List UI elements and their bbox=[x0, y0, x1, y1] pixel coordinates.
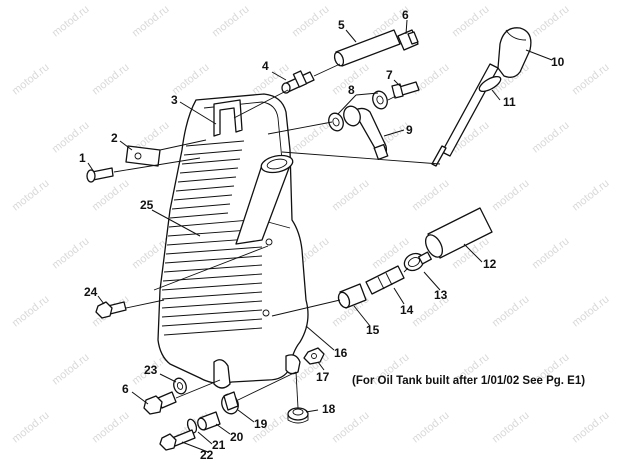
callout-3: 3 bbox=[171, 93, 178, 107]
elbow-fitting bbox=[281, 70, 315, 94]
callout-18: 18 bbox=[322, 402, 336, 416]
tank-ribs bbox=[161, 140, 263, 336]
callout-9: 9 bbox=[406, 123, 413, 137]
callout-14: 14 bbox=[400, 303, 414, 317]
callout-2: 2 bbox=[111, 131, 118, 145]
screw bbox=[86, 167, 114, 183]
leader-lines bbox=[87, 19, 553, 453]
callout-7: 7 bbox=[386, 68, 393, 82]
mounting-bolt bbox=[143, 391, 177, 415]
lower-bolt bbox=[159, 429, 196, 451]
side-bolt bbox=[95, 301, 127, 319]
callout-6-lower: 6 bbox=[122, 382, 129, 396]
callout-17: 17 bbox=[316, 370, 330, 384]
banjo-line bbox=[343, 105, 389, 160]
dipstick-cap bbox=[431, 27, 532, 167]
callout-4: 4 bbox=[262, 59, 269, 73]
hose-fitting bbox=[397, 29, 419, 51]
callout-23: 23 bbox=[144, 363, 158, 377]
callout-12: 12 bbox=[483, 257, 497, 271]
rubber-bushing bbox=[221, 391, 239, 415]
spacer bbox=[197, 411, 221, 431]
vent-hose bbox=[333, 29, 401, 67]
callout-21: 21 bbox=[212, 438, 226, 452]
o-ring bbox=[478, 75, 502, 93]
callout-22: 22 bbox=[200, 448, 214, 462]
callout-24: 24 bbox=[84, 285, 98, 299]
sealing-washers bbox=[328, 90, 388, 132]
hose-fitting-barb bbox=[365, 265, 405, 295]
callout-10: 10 bbox=[551, 55, 565, 69]
washer-lower bbox=[186, 418, 198, 434]
hose-clamp bbox=[403, 251, 432, 272]
banjo-bolt bbox=[391, 81, 420, 99]
nut bbox=[303, 347, 325, 365]
drain-elbow bbox=[337, 283, 367, 309]
callout-19: 19 bbox=[254, 417, 268, 431]
callout-1: 1 bbox=[79, 151, 86, 165]
oil-tank bbox=[157, 93, 309, 389]
washer bbox=[173, 377, 187, 395]
callout-13: 13 bbox=[434, 288, 448, 302]
grommet bbox=[287, 407, 309, 424]
oil-hose bbox=[424, 207, 493, 259]
callout-numbers: 1 2 3 4 5 6 7 8 9 10 11 12 13 14 15 16 1… bbox=[79, 8, 565, 462]
callout-20: 20 bbox=[230, 430, 244, 444]
filler-neck bbox=[235, 154, 294, 245]
oil-tank-note: (For Oil Tank built after 1/01/02 See Pg… bbox=[352, 375, 586, 387]
callout-5: 5 bbox=[338, 18, 345, 32]
callout-15: 15 bbox=[366, 323, 380, 337]
mount-plate bbox=[125, 145, 161, 167]
callout-6-upper: 6 bbox=[402, 8, 409, 22]
callout-16: 16 bbox=[334, 346, 348, 360]
callout-11: 11 bbox=[503, 95, 516, 109]
callout-8: 8 bbox=[348, 83, 355, 97]
callout-25: 25 bbox=[140, 198, 154, 212]
tank-bracket bbox=[213, 99, 243, 137]
